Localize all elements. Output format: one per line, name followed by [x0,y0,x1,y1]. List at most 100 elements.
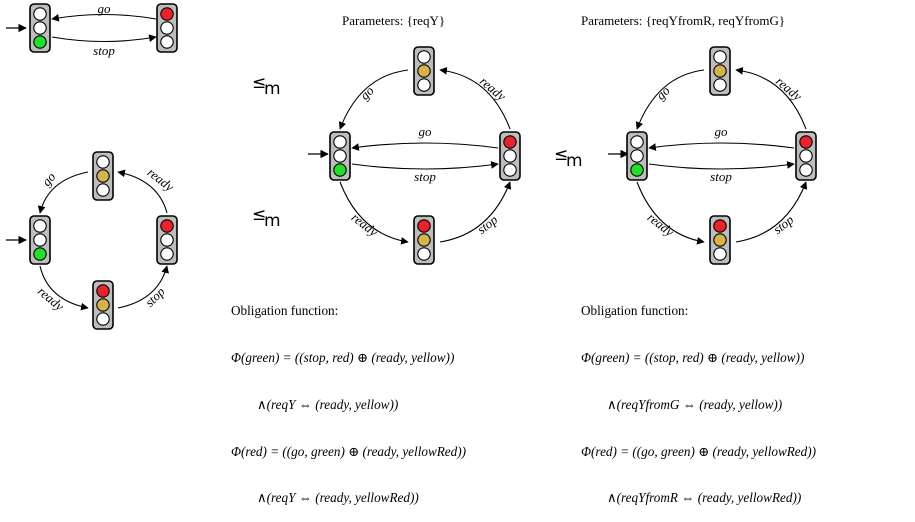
red-lamp [417,219,431,233]
yellow-lamp [96,169,110,183]
tl-stop-edge [51,34,157,43]
mid-yellow-light-icon [413,46,435,96]
right-ready-bottom-label: ready [645,210,677,240]
red-lamp [160,219,174,233]
right-go-arc-label: go [653,83,673,103]
relation-subscript: m [264,79,281,99]
right-yellow-light-icon [709,46,731,96]
right-green-light-icon [626,131,648,181]
green-lamp [160,35,174,49]
right-stop-label: stop [710,169,732,184]
yellow-lamp [333,149,347,163]
tl-red-light-icon [156,3,178,53]
diagram-canvas: go stop go ready ready stop ≤ m ≤ m ≤ m … [6,1,817,330]
green-lamp [96,183,110,197]
tl-system: go stop [6,1,178,58]
right-go-label: go [715,124,729,139]
right-yellowred-light-icon [709,215,731,265]
green-lamp [160,247,174,261]
mid-stop-edge [351,161,499,170]
yellow-lamp [96,298,110,312]
red-lamp [33,7,47,21]
green-lamp [713,78,727,92]
tl-go-label: go [98,1,112,16]
bl-stop-label: stop [142,283,168,309]
middle-obligation-block: Obligation function: Φ(green) = ((stop, … [231,272,466,522]
mid-go-edge [351,142,499,151]
tl-stop-label: stop [93,43,115,58]
right-stop-edge [648,161,795,170]
bl-red-light-icon [156,215,178,265]
bl-ready-bottom-edge [39,265,89,311]
mid-go-label: go [419,124,433,139]
right-params-title: Parameters: {reqYfromR, reqYfromG} [581,13,785,28]
bl-yellowred-light-icon [92,280,114,330]
yellow-lamp [33,233,47,247]
bl-green-light-icon [29,215,51,265]
mid-yellowred-light-icon [413,215,435,265]
middle-params-title: Parameters: {reqY} [342,13,445,28]
right-go-arc-edge [635,69,705,130]
middle-obligation-line-1: Φ(green) = ((stop, red) ⊕ (ready, yellow… [231,349,455,365]
relation-right: ≤ m [554,145,583,171]
relation-symbol: ≤ [252,73,266,93]
mid-ready-bottom-edge [339,181,409,245]
relation-symbol: ≤ [554,145,568,165]
red-lamp [417,50,431,64]
right-stop-arc-label: stop [770,212,797,237]
right-ready-top-edge [735,67,807,130]
green-lamp [33,35,47,49]
bl-go-edge [37,171,89,214]
green-lamp [417,247,431,261]
right-obligation-line-1: Φ(green) = ((stop, red) ⊕ (ready, yellow… [581,349,805,365]
tl-go-edge [51,13,157,22]
bl-ready-bottom-label: ready [35,283,67,313]
relation-symbol: ≤ [252,205,266,225]
middle-obligation-line-3: Φ(red) = ((go, green) ⊕ (ready, yellowRe… [231,443,467,459]
red-lamp [713,219,727,233]
right-red-light-icon [795,131,817,181]
mid-stop-arc-label: stop [474,212,501,237]
green-lamp [503,163,517,177]
yellow-lamp [160,21,174,35]
yellow-lamp [417,64,431,78]
yellow-lamp [630,149,644,163]
red-lamp [333,135,347,149]
green-lamp [713,247,727,261]
relation-subscript: m [566,151,583,171]
right-panel: Parameters: {reqYfromR, reqYfromG} go re… [581,13,817,265]
yellow-lamp [713,64,727,78]
green-lamp [96,312,110,326]
right-go-edge [648,142,795,151]
bl-stop-edge [117,265,169,309]
yellow-lamp [503,149,517,163]
mid-ready-top-edge [439,67,511,130]
right-obligation-line-2: ∧(reqYfromG ⇔ (ready, yellow)) [607,396,783,412]
tl-green-light-icon [29,3,51,53]
yellow-lamp [713,233,727,247]
bl-yellow-light-icon [92,151,114,201]
yellow-lamp [417,233,431,247]
green-lamp [799,163,813,177]
middle-obligation-line-2: ∧(reqY ⇔ (ready, yellow)) [257,396,399,412]
green-lamp [417,78,431,92]
mid-red-light-icon [499,131,521,181]
mid-green-light-icon [329,131,351,181]
green-lamp [333,163,347,177]
red-lamp [713,50,727,64]
red-lamp [799,135,813,149]
mid-ready-bottom-label: ready [349,210,381,240]
bl-ready-top-edge [117,169,168,214]
red-lamp [160,7,174,21]
right-obligation-block: Obligation function: Φ(green) = ((stop, … [581,272,816,522]
relation-subscript: m [264,211,281,231]
yellow-lamp [33,21,47,35]
yellow-lamp [799,149,813,163]
right-stop-arc-edge [735,181,808,243]
red-lamp [33,219,47,233]
middle-obligation-title: Obligation function: [231,303,339,319]
green-lamp [33,247,47,261]
red-lamp [96,155,110,169]
middle-panel: Parameters: {reqY} go ready go stop read… [308,13,521,265]
relation-bottom: ≤ m [252,205,281,231]
